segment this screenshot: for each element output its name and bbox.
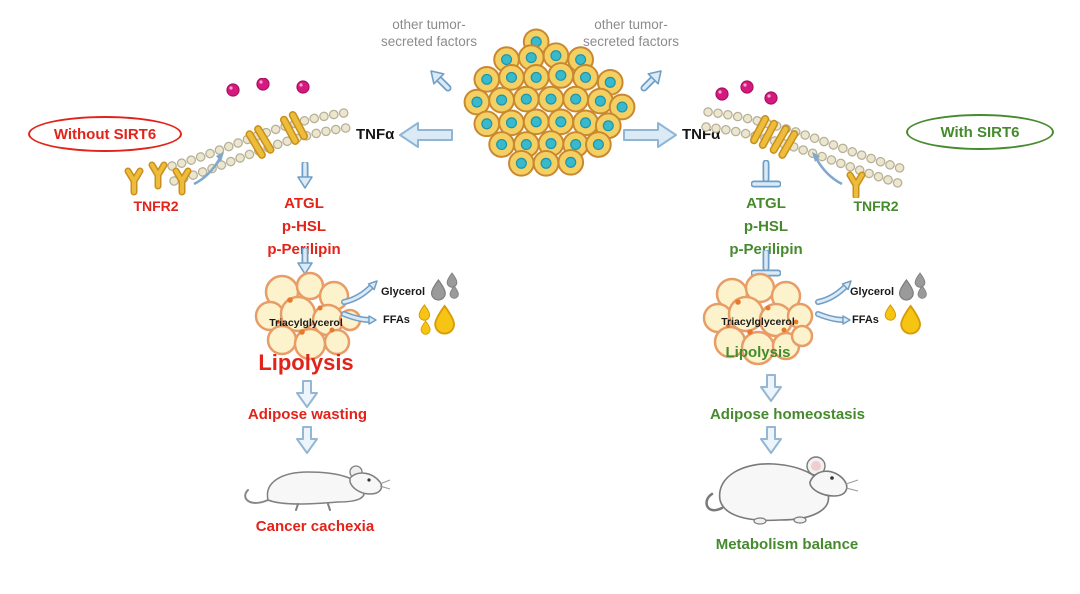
receptor-recruitment-arrow-left-icon bbox=[193, 152, 224, 186]
signal-arrow-left-1-icon bbox=[292, 162, 318, 192]
receptor-recruitment-arrow-right-icon bbox=[812, 152, 843, 186]
with-sirt6-badge: With SIRT6 bbox=[906, 114, 1054, 150]
enzyme-phsl-left: p-HSL bbox=[281, 218, 327, 235]
enzyme-phsl-right: p-HSL bbox=[743, 218, 789, 235]
without-sirt6-badge: Without SIRT6 bbox=[28, 116, 182, 152]
cancer-cachexia-label: Cancer cachexia bbox=[255, 518, 375, 535]
enzyme-atgl-left: ATGL bbox=[284, 195, 324, 212]
enzyme-stack-left: ATGL p-HSL p-Perilipin bbox=[240, 192, 368, 261]
triacylglycerol-label-right: Triacylglycerol bbox=[721, 316, 795, 328]
tnfa-ligand-dot-icon bbox=[296, 80, 310, 94]
tnfa-ligand-dot-icon bbox=[226, 83, 240, 97]
lipolysis-label-right: Lipolysis bbox=[725, 344, 791, 361]
tnfa-ligand-dot-icon bbox=[715, 87, 729, 101]
glycerol-label-left: Glycerol bbox=[381, 286, 426, 298]
enzyme-stack-right: ATGL p-HSL p-Perilipin bbox=[702, 192, 830, 261]
glycerol-droplets-left-icon bbox=[430, 272, 459, 301]
enzyme-atgl-right: ATGL bbox=[746, 195, 786, 212]
ffas-label-right: FFAs bbox=[852, 314, 879, 326]
tumor-factors-label-right: other tumor-secreted factors bbox=[582, 17, 680, 49]
adipocyte-cluster-right-illustration bbox=[702, 272, 814, 366]
cell-membrane-left-illustration bbox=[167, 78, 359, 186]
with-sirt6-label: With SIRT6 bbox=[940, 123, 1020, 141]
tnfa-ligand-dot-icon bbox=[256, 78, 270, 91]
tnfa-arrow-left-icon bbox=[399, 122, 453, 148]
lipolysis-product-arrows-left-icon bbox=[341, 280, 378, 325]
tnfr2-label-right: TNFR2 bbox=[853, 198, 899, 214]
ffas-label-left: FFAs bbox=[383, 314, 410, 326]
tnfa-label-left: TNFα bbox=[356, 126, 395, 143]
glycerol-droplets-right-icon bbox=[898, 272, 927, 301]
tumor-factors-label-left: other tumor-secreted factors bbox=[380, 17, 478, 49]
adipose-wasting-label: Adipose wasting bbox=[247, 406, 368, 423]
inhibition-bar-right-1-icon bbox=[751, 160, 781, 194]
tumor-cells-illustration bbox=[463, 28, 636, 177]
cell-membrane-right-illustration bbox=[701, 80, 905, 188]
glycerol-label-right: Glycerol bbox=[850, 286, 895, 298]
triacylglycerol-label-left: Triacylglycerol bbox=[269, 317, 343, 329]
ffa-droplets-right-icon bbox=[884, 304, 921, 335]
tnfr2-label-left: TNFR2 bbox=[133, 198, 179, 214]
lipolysis-product-arrows-right-icon bbox=[815, 280, 852, 325]
tnfa-label-right: TNFα bbox=[682, 126, 721, 143]
enzyme-pperilipin-right: p-Perilipin bbox=[702, 238, 830, 261]
healthy-mouse-illustration bbox=[705, 456, 859, 525]
tnfa-ligand-dot-icon bbox=[764, 91, 778, 105]
tnfa-arrow-right-icon bbox=[623, 122, 677, 148]
without-sirt6-label: Without SIRT6 bbox=[53, 125, 157, 143]
flow-arrow-right-1-icon bbox=[760, 374, 782, 402]
lipolysis-label-left: Lipolysis bbox=[258, 350, 354, 375]
adipose-homeostasis-label: Adipose homeostasis bbox=[709, 406, 866, 423]
ffa-droplets-left-icon bbox=[418, 304, 455, 335]
metabolism-balance-label: Metabolism balance bbox=[715, 536, 859, 553]
cachexia-mouse-illustration bbox=[244, 465, 391, 511]
tnfa-ligand-dot-icon bbox=[740, 80, 754, 94]
